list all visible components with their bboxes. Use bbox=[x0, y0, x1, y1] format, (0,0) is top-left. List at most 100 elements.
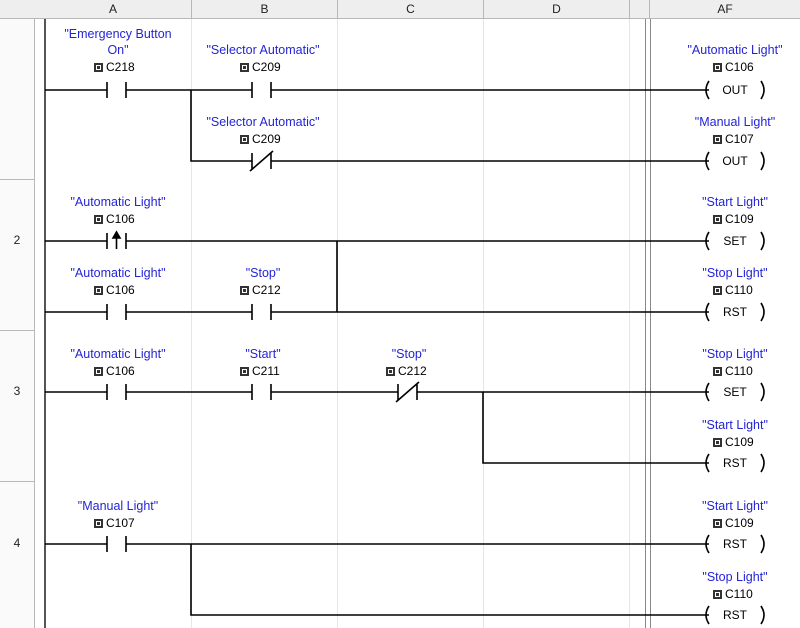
coil-set-c109 bbox=[705, 231, 765, 251]
column-header-gap bbox=[630, 0, 650, 18]
row-number-4[interactable]: 4 bbox=[13, 536, 21, 550]
grid-line bbox=[191, 19, 192, 628]
right-divider-line bbox=[650, 19, 651, 628]
contact-rising-edge-c106 bbox=[106, 230, 127, 249]
contact-address[interactable]: C218 bbox=[94, 60, 135, 74]
contact-label: "Selector Automatic" bbox=[206, 115, 320, 129]
bit-device-icon bbox=[94, 63, 103, 72]
coil-instruction: RST bbox=[723, 608, 748, 622]
contact-label: On" bbox=[107, 43, 129, 57]
bit-device-icon bbox=[386, 367, 395, 376]
bit-device-icon bbox=[94, 215, 103, 224]
contact-address[interactable]: C106 bbox=[94, 212, 135, 226]
wire-rung-4 bbox=[45, 543, 709, 616]
contact-label: "Emergency Button bbox=[64, 27, 172, 41]
coil-rst-c109 bbox=[705, 453, 765, 473]
wire-rung-3 bbox=[45, 391, 709, 464]
coil-address[interactable]: C110 bbox=[713, 587, 753, 601]
row-separator bbox=[0, 481, 34, 482]
coil-label: "Manual Light" bbox=[694, 115, 776, 129]
right-divider-line bbox=[645, 19, 646, 628]
wire-rung-1-branch bbox=[190, 90, 709, 162]
coil-instruction: RST bbox=[723, 456, 748, 470]
bit-device-icon bbox=[713, 590, 722, 599]
column-header-a[interactable]: A bbox=[35, 0, 192, 18]
coil-instruction: SET bbox=[723, 234, 747, 248]
bit-device-icon bbox=[94, 286, 103, 295]
coil-address[interactable]: C110 bbox=[713, 364, 753, 378]
contact-address[interactable]: C211 bbox=[240, 364, 280, 378]
column-header-c[interactable]: C bbox=[338, 0, 484, 18]
contact-no-c211 bbox=[251, 384, 272, 400]
left-power-rail bbox=[44, 19, 46, 628]
contact-address[interactable]: C106 bbox=[94, 283, 135, 297]
coil-set-c110 bbox=[705, 382, 765, 402]
bit-device-icon bbox=[94, 367, 103, 376]
coil-address[interactable]: C109 bbox=[713, 516, 754, 530]
bit-device-icon bbox=[713, 215, 722, 224]
contact-label: "Automatic Light" bbox=[70, 266, 166, 280]
contact-address[interactable]: C212 bbox=[386, 364, 427, 378]
coil-label: "Stop Light" bbox=[702, 347, 768, 361]
contact-label: "Selector Automatic" bbox=[206, 43, 320, 57]
row-separator bbox=[0, 179, 34, 180]
wire-rung-2-branch bbox=[45, 241, 709, 313]
bit-device-icon bbox=[713, 438, 722, 447]
contact-address[interactable]: C106 bbox=[94, 364, 135, 378]
row-number-3[interactable]: 3 bbox=[13, 384, 21, 398]
coil-address[interactable]: C107 bbox=[713, 132, 754, 146]
coil-instruction: OUT bbox=[722, 83, 748, 97]
coil-label: "Automatic Light" bbox=[687, 43, 783, 57]
contact-no-c106 bbox=[106, 304, 127, 320]
contact-address[interactable]: C209 bbox=[240, 132, 281, 146]
contact-address[interactable]: C209 bbox=[240, 60, 281, 74]
coil-instruction: RST bbox=[723, 305, 748, 319]
bit-device-icon bbox=[240, 367, 249, 376]
contact-no-c218 bbox=[106, 82, 127, 98]
coil-address[interactable]: C106 bbox=[713, 60, 754, 74]
coil-address[interactable]: C109 bbox=[713, 435, 754, 449]
column-header-d[interactable]: D bbox=[484, 0, 630, 18]
coil-address[interactable]: C109 bbox=[713, 212, 754, 226]
contact-label: "Manual Light" bbox=[77, 499, 159, 513]
contact-label: "Automatic Light" bbox=[70, 195, 166, 209]
bit-device-icon bbox=[240, 286, 249, 295]
row-number-2[interactable]: 2 bbox=[13, 233, 21, 247]
contact-label: "Start" bbox=[245, 347, 281, 361]
contact-label: "Stop" bbox=[391, 347, 427, 361]
coil-instruction: RST bbox=[723, 537, 748, 551]
coil-out-c107 bbox=[705, 151, 765, 171]
bit-device-icon bbox=[713, 367, 722, 376]
coil-out-c106 bbox=[705, 80, 765, 100]
contact-label: "Automatic Light" bbox=[70, 347, 166, 361]
coil-rst-c109-r4 bbox=[705, 534, 765, 554]
bit-device-icon bbox=[240, 63, 249, 72]
contact-nc-c212 bbox=[395, 381, 420, 403]
contact-nc-c209 bbox=[249, 150, 274, 172]
bit-device-icon bbox=[94, 519, 103, 528]
coil-rst-c110-r4 bbox=[705, 605, 765, 625]
coil-rst-c110 bbox=[705, 302, 765, 322]
coil-label: "Start Light" bbox=[702, 418, 768, 432]
bit-device-icon bbox=[240, 135, 249, 144]
bit-device-icon bbox=[713, 63, 722, 72]
coil-instruction: OUT bbox=[722, 154, 748, 168]
coil-instruction: SET bbox=[723, 385, 747, 399]
coil-label: "Start Light" bbox=[702, 195, 768, 209]
bit-device-icon bbox=[713, 135, 722, 144]
contact-no-c106-r3 bbox=[106, 384, 127, 400]
contact-no-c212 bbox=[251, 304, 272, 320]
coil-address[interactable]: C110 bbox=[713, 283, 753, 297]
contact-address[interactable]: C107 bbox=[94, 516, 135, 530]
column-header-b[interactable]: B bbox=[192, 0, 338, 18]
grid-line bbox=[629, 19, 630, 628]
row-number-gutter bbox=[0, 19, 35, 628]
coil-label: "Stop Light" bbox=[702, 266, 768, 280]
contact-address[interactable]: C212 bbox=[240, 283, 281, 297]
bit-device-icon bbox=[713, 286, 722, 295]
coil-label: "Stop Light" bbox=[702, 570, 768, 584]
contact-no-c209 bbox=[251, 82, 272, 98]
column-header-af[interactable]: AF bbox=[717, 2, 733, 16]
bit-device-icon bbox=[713, 519, 722, 528]
